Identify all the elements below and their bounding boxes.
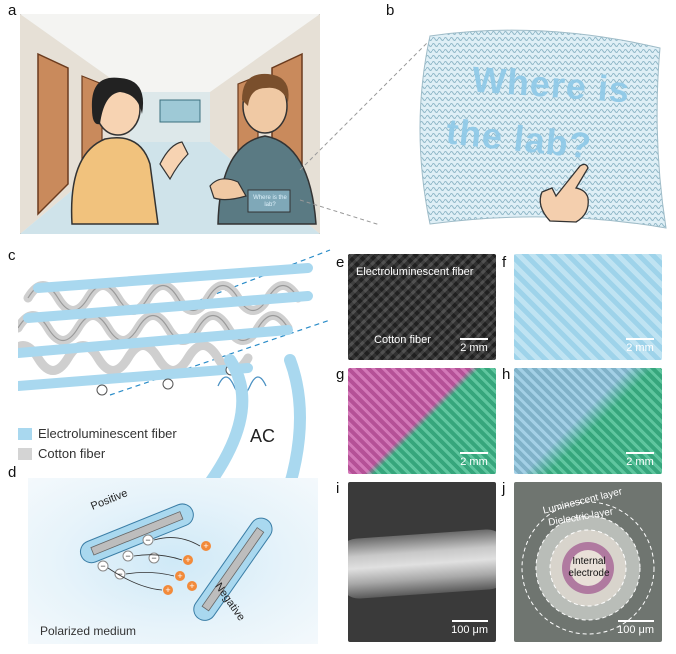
zoom-line-bottom xyxy=(109,319,331,396)
svg-text:−: − xyxy=(151,553,156,563)
panel-label-j: j xyxy=(502,480,506,497)
annotation-cotton-fiber: Cotton fiber xyxy=(374,334,431,346)
legend-swatch-cotton xyxy=(18,447,32,460)
scale-bar-i: 100 μm xyxy=(451,620,488,636)
panel-label-b: b xyxy=(386,2,395,19)
scale-bar-g: 2 mm xyxy=(460,452,488,468)
corridor-scene xyxy=(19,13,321,235)
panel-d-polarized: − − − − − + + + + + Positive Negative Po… xyxy=(28,478,318,644)
scale-line xyxy=(451,620,488,622)
svg-text:+: + xyxy=(177,571,182,581)
medium-label: Polarized medium xyxy=(40,624,137,638)
weave-schematic xyxy=(3,263,313,396)
scale-bar-h: 2 mm xyxy=(626,452,654,468)
svg-text:−: − xyxy=(145,535,150,545)
panel-label-d: d xyxy=(8,464,17,481)
panel-i-sem: 100 μm xyxy=(348,482,496,642)
sleeve-display-text: Where is the lab? xyxy=(253,195,287,208)
svg-text:+: + xyxy=(165,585,170,595)
connector-top xyxy=(299,39,431,171)
panel-label-e: e xyxy=(336,254,345,271)
scale-line xyxy=(626,338,654,340)
panel-b-textile: Where is the lab? xyxy=(390,18,670,240)
internal-electrode-label: Internal electrode xyxy=(568,556,610,579)
panel-h-photo: 2 mm xyxy=(514,368,662,474)
texture-overlay xyxy=(348,368,496,474)
scale-line xyxy=(460,452,488,454)
scale-label: 2 mm xyxy=(626,342,654,354)
legend-label-el: Electroluminescent fiber xyxy=(38,426,177,441)
panel-a-illustration: Where is the lab? xyxy=(19,13,321,235)
panel-g-photo: 2 mm xyxy=(348,368,496,474)
svg-text:+: + xyxy=(185,555,190,565)
texture-overlay xyxy=(514,368,662,474)
annotation-el-fiber: Electroluminescent fiber xyxy=(356,266,474,278)
panel-j-cross-section: Luminescent layer Dielectric layer Inter… xyxy=(514,482,662,642)
scale-label: 2 mm xyxy=(460,456,488,468)
svg-text:+: + xyxy=(203,541,208,551)
scale-label: 2 mm xyxy=(460,342,488,354)
scale-bar-f: 2 mm xyxy=(626,338,654,354)
cross-section-rings xyxy=(521,501,655,635)
svg-text:−: − xyxy=(100,561,105,571)
panel-label-f: f xyxy=(502,254,507,271)
panel-label-a: a xyxy=(8,2,17,19)
texture-overlay xyxy=(348,254,496,360)
legend-label-cotton: Cotton fiber xyxy=(38,446,106,461)
panel-label-g: g xyxy=(336,366,345,383)
scale-line xyxy=(460,338,488,340)
panel-label-i: i xyxy=(336,480,340,497)
scale-bar-j: 100 μm xyxy=(617,620,654,636)
legend-swatch-el xyxy=(18,427,32,440)
legend-item-cotton-fiber: Cotton fiber xyxy=(18,446,105,461)
legend-item-el-fiber: Electroluminescent fiber xyxy=(18,426,177,441)
svg-text:+: + xyxy=(189,581,194,591)
ac-label: AC xyxy=(250,426,276,446)
scale-label: 2 mm xyxy=(626,456,654,468)
textile-sheet xyxy=(419,29,667,229)
panel-f-photo: 2 mm xyxy=(514,254,662,360)
pointing-hand-icon xyxy=(539,163,589,223)
panel-label-h: h xyxy=(502,366,511,383)
scale-line xyxy=(626,452,654,454)
polarization-diagram: − − − − − + + + + + xyxy=(79,503,273,621)
scale-label: 100 μm xyxy=(451,624,488,636)
panel-c-weave: AC xyxy=(3,258,318,446)
fiber-body xyxy=(348,528,496,600)
scale-bar-e: 2 mm xyxy=(460,338,488,354)
svg-text:−: − xyxy=(125,551,130,561)
panel-label-c: c xyxy=(8,247,16,264)
scale-line xyxy=(617,620,654,622)
svg-text:−: − xyxy=(117,569,122,579)
scale-label: 100 μm xyxy=(617,624,654,636)
panel-e-micrograph: Electroluminescent fiber Cotton fiber 2 … xyxy=(348,254,496,360)
